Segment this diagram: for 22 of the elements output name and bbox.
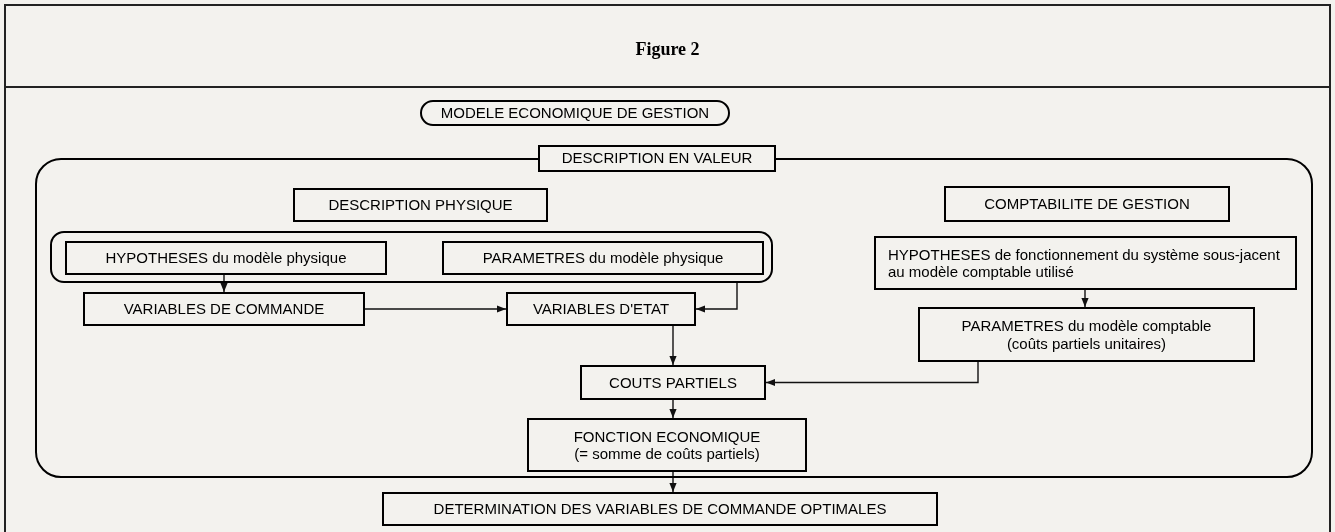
process-box: HYPOTHESES du modèle physique: [65, 241, 387, 275]
figure-title: Figure 2: [635, 38, 700, 61]
process-box: HYPOTHESES de fonctionnement du système sous-jacent au modèle comptable utilisé: [874, 236, 1297, 290]
arrow: [364, 305, 507, 313]
arrow: [765, 361, 979, 387]
arrow: [1081, 289, 1089, 308]
process-box: DETERMINATION DES VARIABLES DE COMMANDE OPTIMALES: [382, 492, 938, 526]
arrow: [669, 471, 677, 493]
process-box: VARIABLES DE COMMANDE: [83, 292, 365, 326]
process-box: COUTS PARTIELS: [580, 365, 766, 400]
rounded-group-outline: [50, 231, 773, 283]
arrow: [695, 282, 738, 313]
heading-box: DESCRIPTION EN VALEUR: [538, 145, 776, 172]
rounded-label: MODELE ECONOMIQUE DE GESTION: [420, 100, 730, 126]
process-box: PARAMETRES du modèle physique: [442, 241, 764, 275]
process-box: PARAMETRES du modèle comptable (coûts partiels unitaires): [918, 307, 1255, 362]
process-box: FONCTION ECONOMIQUE (= somme de coûts partiels): [527, 418, 807, 472]
arrow: [669, 399, 677, 419]
arrow: [669, 325, 677, 366]
process-box: COMPTABILITE DE GESTION: [944, 186, 1230, 222]
process-box: VARIABLES D'ETAT: [506, 292, 696, 326]
process-box: DESCRIPTION PHYSIQUE: [293, 188, 548, 222]
